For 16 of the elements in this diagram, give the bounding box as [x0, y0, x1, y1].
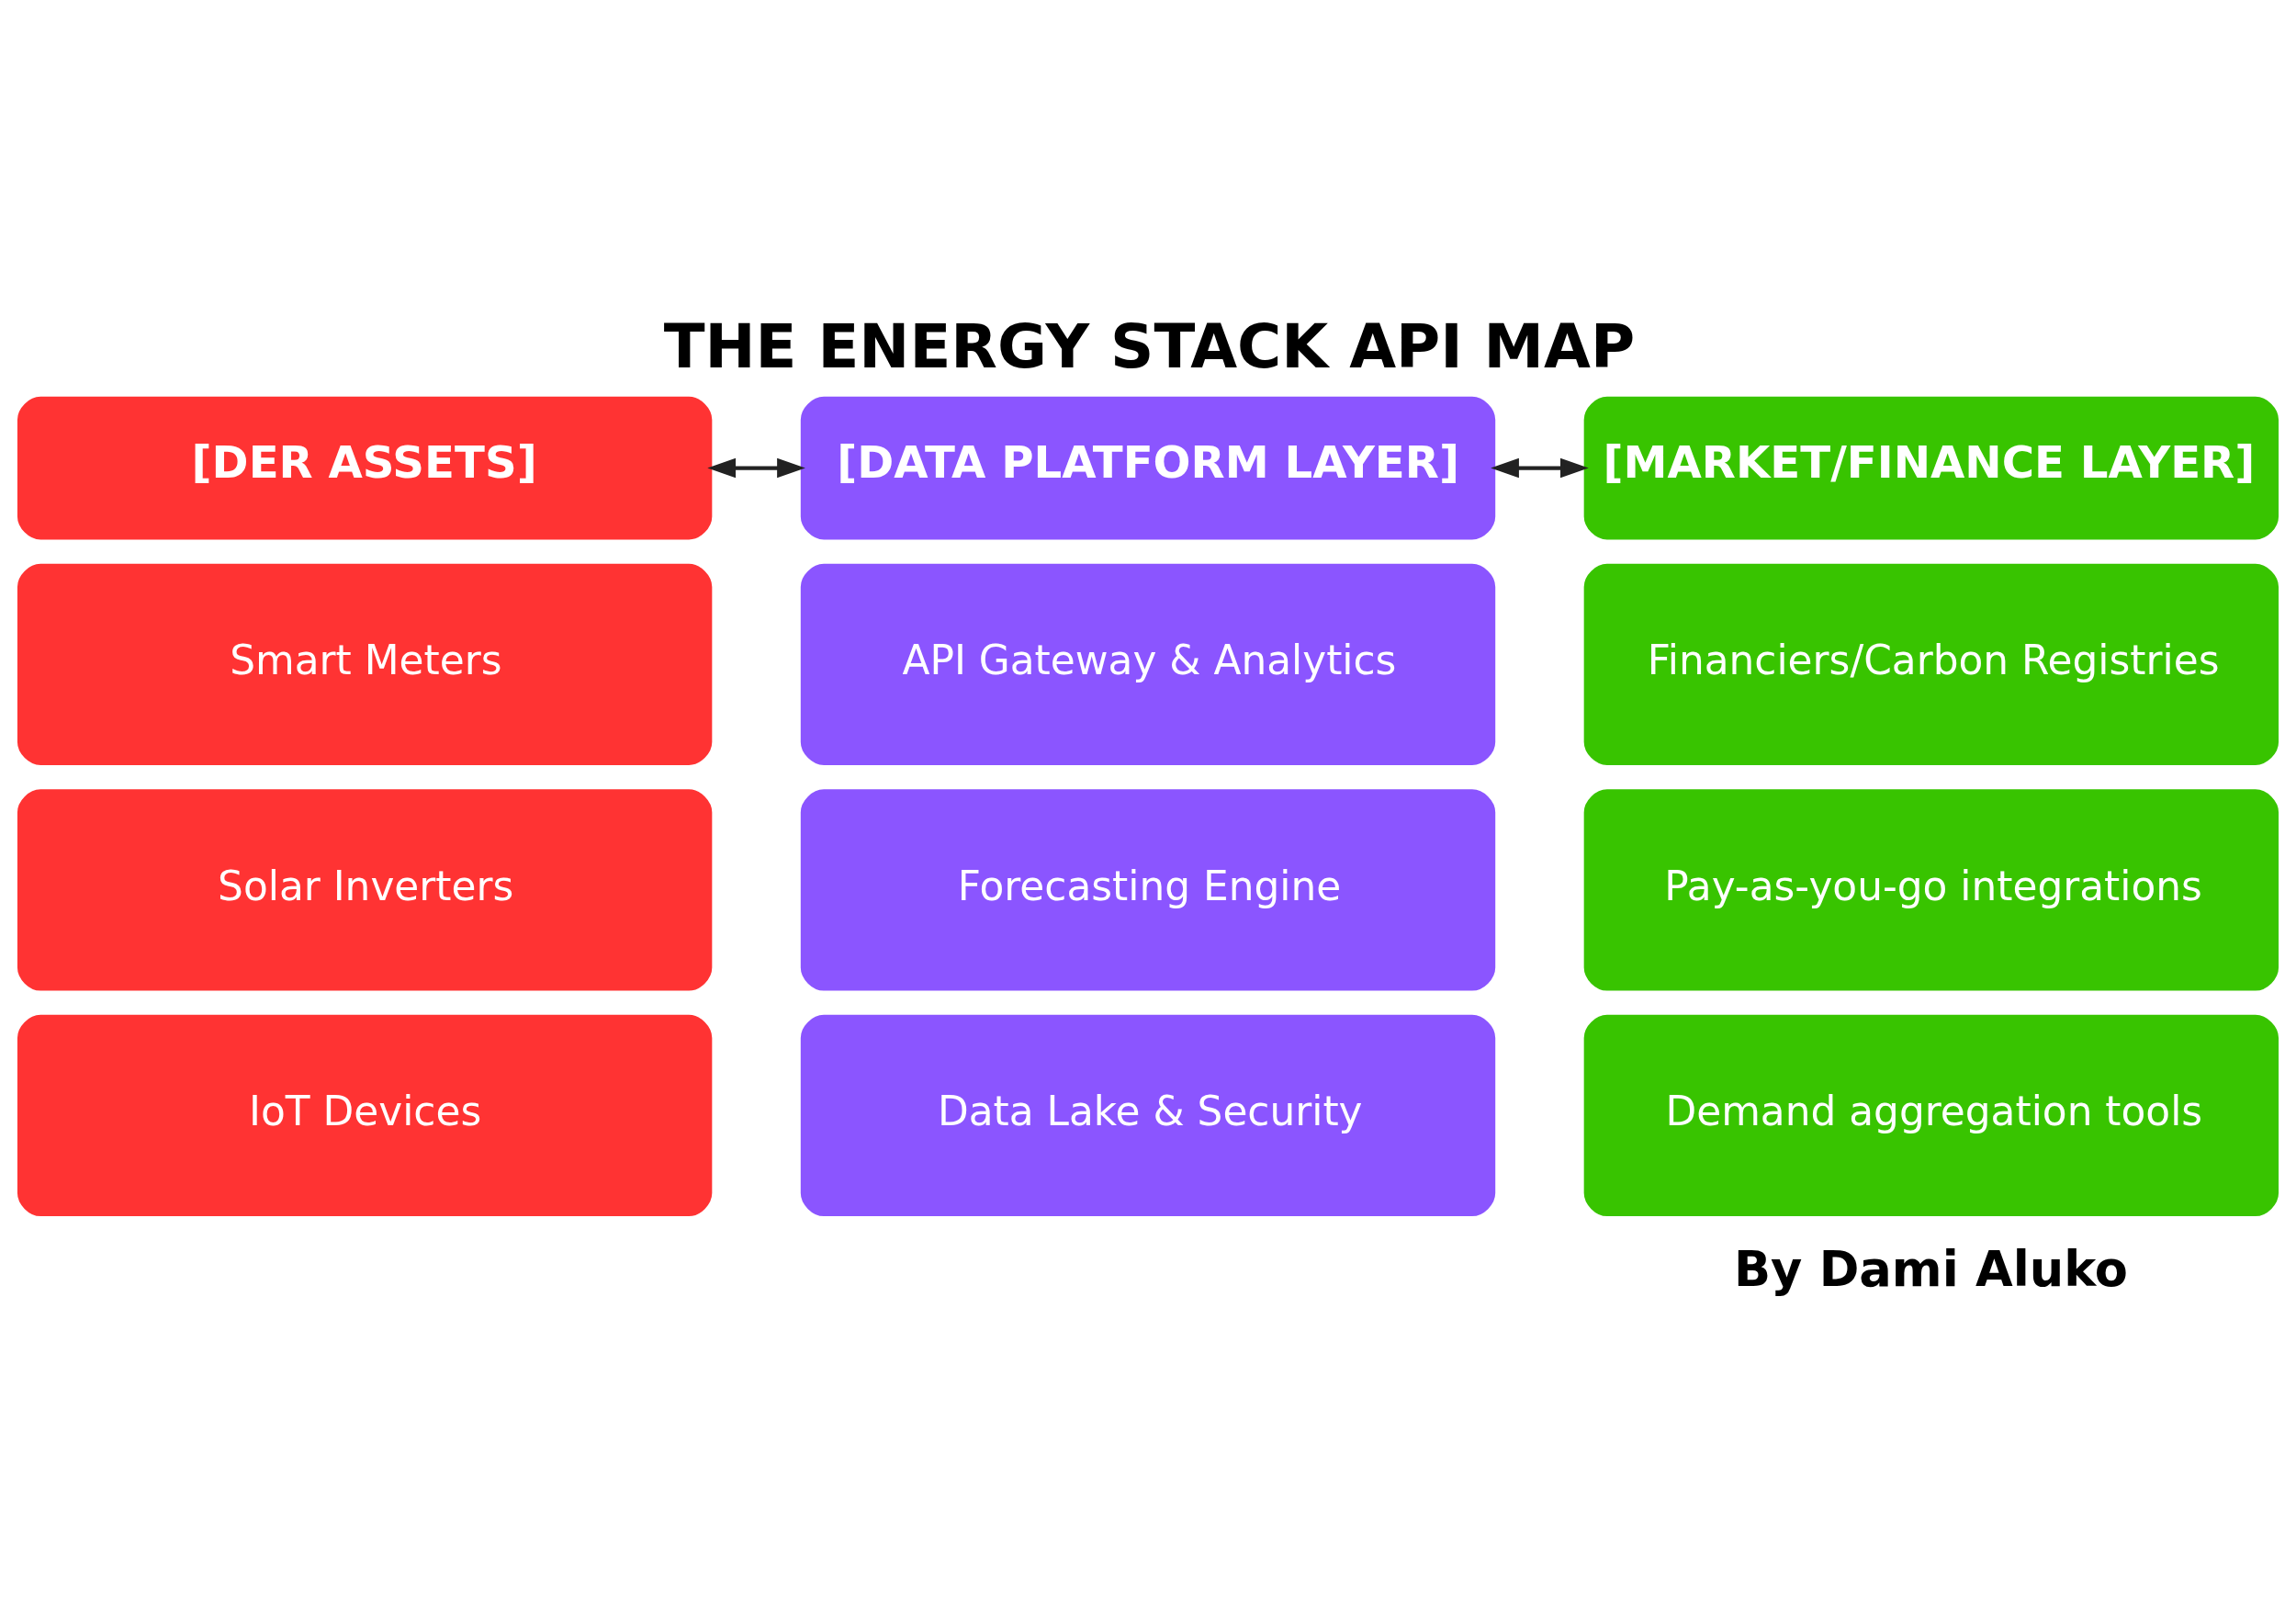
node-box: Demand aggregation tools — [1581, 1012, 2281, 1218]
node-box: Smart Meters — [15, 561, 715, 767]
node-box: Solar Inverters — [15, 786, 715, 993]
node-box: API Gateway & Analytics — [798, 561, 1498, 767]
node-box: Financiers/Carbon Registries — [1581, 561, 2281, 767]
node-box: Pay-as-you-go integrations — [1581, 786, 2281, 993]
diagram-title: THE ENERGY STACK API MAP — [663, 310, 1636, 382]
node-box: [DATA PLATFORM LAYER] — [798, 394, 1498, 542]
node-box: IoT Devices — [15, 1012, 715, 1218]
node-box: Data Lake & Security — [798, 1012, 1498, 1218]
node-box: [DER ASSETS] — [15, 394, 715, 542]
arrow — [707, 457, 805, 478]
node-box: [MARKET/FINANCE LAYER] — [1581, 394, 2281, 542]
arrow — [1491, 457, 1589, 478]
label: By Dami Aluko — [1734, 1240, 2128, 1297]
node-box: Forecasting Engine — [798, 786, 1498, 993]
